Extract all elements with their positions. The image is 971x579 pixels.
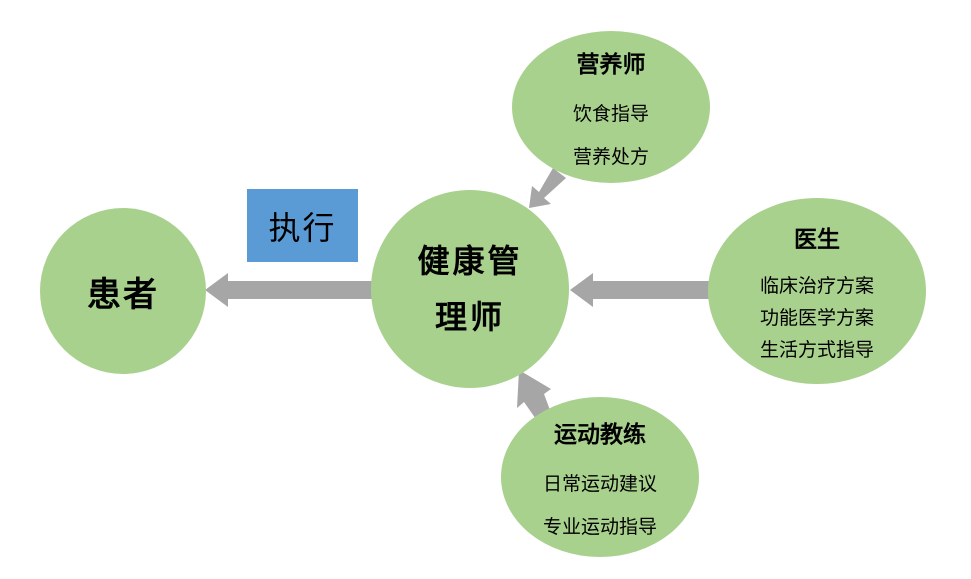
arrow-nutritionist-to-manager (529, 168, 566, 208)
arrow-doctor-to-manager (570, 273, 710, 307)
health-manager-title-line1: 健康管 (417, 242, 523, 280)
nutritionist-item: 饮食指导 (572, 103, 649, 125)
arrow-manager-to-patient (205, 273, 372, 307)
doctor-item: 生活方式指导 (759, 339, 874, 361)
doctor-title: 医生 (794, 227, 840, 253)
arrow-coach-to-manager (517, 370, 551, 422)
health-manager-node: 健康管 理师 (371, 190, 569, 388)
health-manager-title-line2: 理师 (434, 298, 505, 336)
nutritionist-item: 营养处方 (572, 146, 649, 168)
nutritionist-title: 营养师 (576, 52, 646, 78)
execute-label-box: 执行 (247, 189, 358, 262)
doctor-item: 功能医学方案 (759, 307, 874, 329)
patient-node: 患者 (40, 208, 206, 374)
doctor-node: 医生 临床治疗方案 功能医学方案 生活方式指导 (708, 198, 926, 384)
patient-title: 患者 (87, 274, 159, 315)
nutritionist-node: 营养师 饮食指导 营养处方 (512, 31, 710, 183)
coach-title: 运动教练 (554, 422, 646, 448)
execute-label: 执行 (268, 208, 337, 247)
coach-node: 运动教练 日常运动建议 专业运动指导 (501, 397, 699, 557)
doctor-item: 临床治疗方案 (759, 275, 874, 297)
coach-item: 日常运动建议 (542, 473, 657, 495)
coach-item: 专业运动指导 (542, 516, 657, 538)
